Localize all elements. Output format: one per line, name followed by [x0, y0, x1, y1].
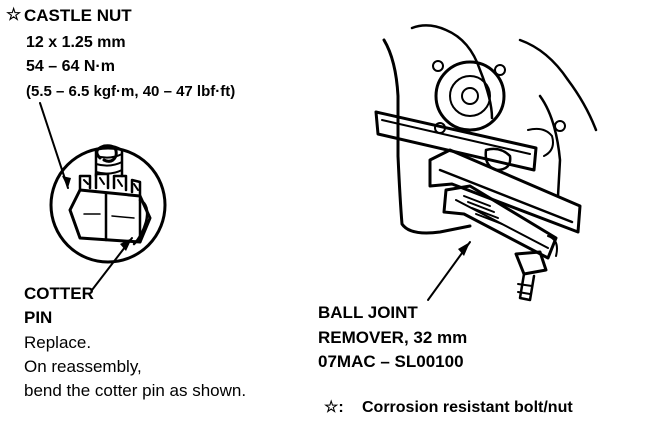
ball-joint-remover-line2: REMOVER, 32 mm — [318, 328, 468, 347]
cotter-pin-arrowhead — [120, 238, 132, 251]
castle-nut-torque-alt: (5.5 – 6.5 kgf·m, 40 – 47 lbf·ft) — [26, 83, 236, 100]
castle-nut-inset — [49, 144, 167, 264]
castle-nut-leader — [39, 102, 69, 189]
castle-nut-title: CASTLE NUT — [24, 6, 132, 25]
castle-nut-symbol: ☆ — [6, 5, 22, 24]
footnote-symbol: ☆: — [324, 399, 344, 416]
castle-nut-size: 12 x 1.25 mm — [26, 34, 126, 51]
castle-nut-torque: 54 – 64 N·m — [26, 58, 115, 75]
footnote-text: Corrosion resistant bolt/nut — [362, 399, 573, 416]
cotter-pin-note-1: Replace. — [24, 333, 92, 352]
castle-nut-arrowhead — [62, 176, 71, 188]
cotter-pin-note-2: On reassembly, — [24, 357, 142, 376]
cotter-pin-title-line1: COTTER — [24, 284, 94, 303]
ball-joint-remover-line1: BALL JOINT — [318, 303, 418, 322]
ball-joint-remover-part-number: 07MAC – SL00100 — [318, 352, 464, 371]
cotter-pin-title-line2: PIN — [24, 308, 53, 327]
ball-joint-arrowhead — [458, 242, 470, 256]
knuckle-assembly — [374, 24, 598, 302]
cotter-pin-note-3: bend the cotter pin as shown. — [24, 381, 247, 400]
